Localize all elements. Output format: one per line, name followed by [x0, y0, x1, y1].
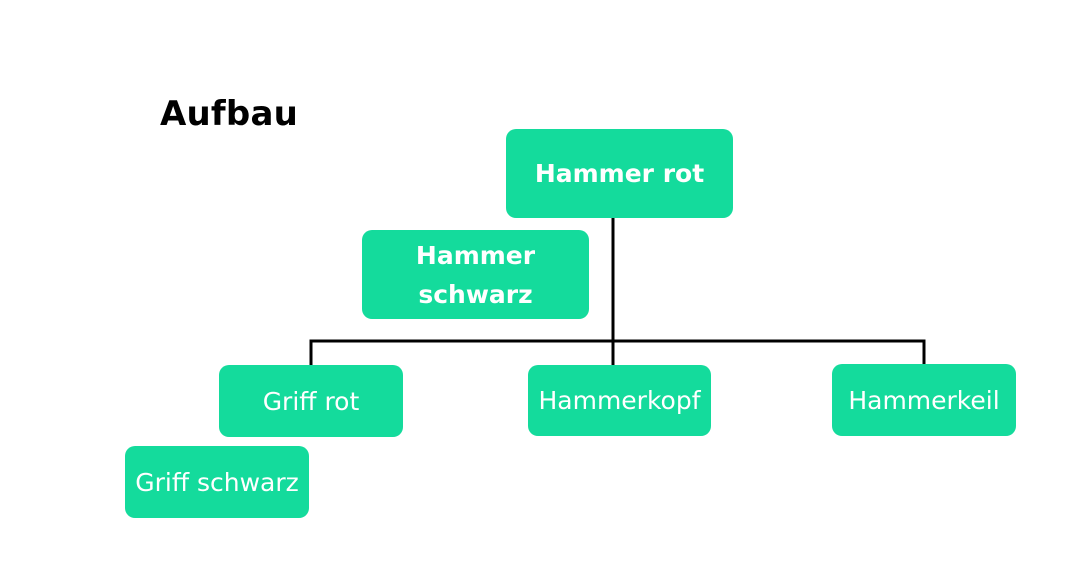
node-hammerkeil: Hammerkeil	[832, 364, 1016, 436]
node-hammerkeil-label: Hammerkeil	[848, 385, 1000, 415]
node-griff-schwarz: Griff schwarz	[125, 446, 309, 518]
node-griff-schwarz-label: Griff schwarz	[135, 467, 299, 497]
node-hammerkopf: Hammerkopf	[528, 365, 711, 436]
node-hammer-rot-label: Hammer rot	[534, 159, 705, 188]
node-hammer-schwarz: Hammer schwarz	[362, 230, 589, 319]
diagram-title: Aufbau	[160, 94, 298, 134]
node-hammer-rot: Hammer rot	[506, 129, 733, 218]
node-griff-rot-label: Griff rot	[262, 386, 360, 416]
node-griff-rot: Griff rot	[219, 365, 403, 437]
node-hammerkopf-label: Hammerkopf	[538, 386, 701, 415]
node-hammer-schwarz-label: Hammer schwarz	[415, 240, 536, 309]
